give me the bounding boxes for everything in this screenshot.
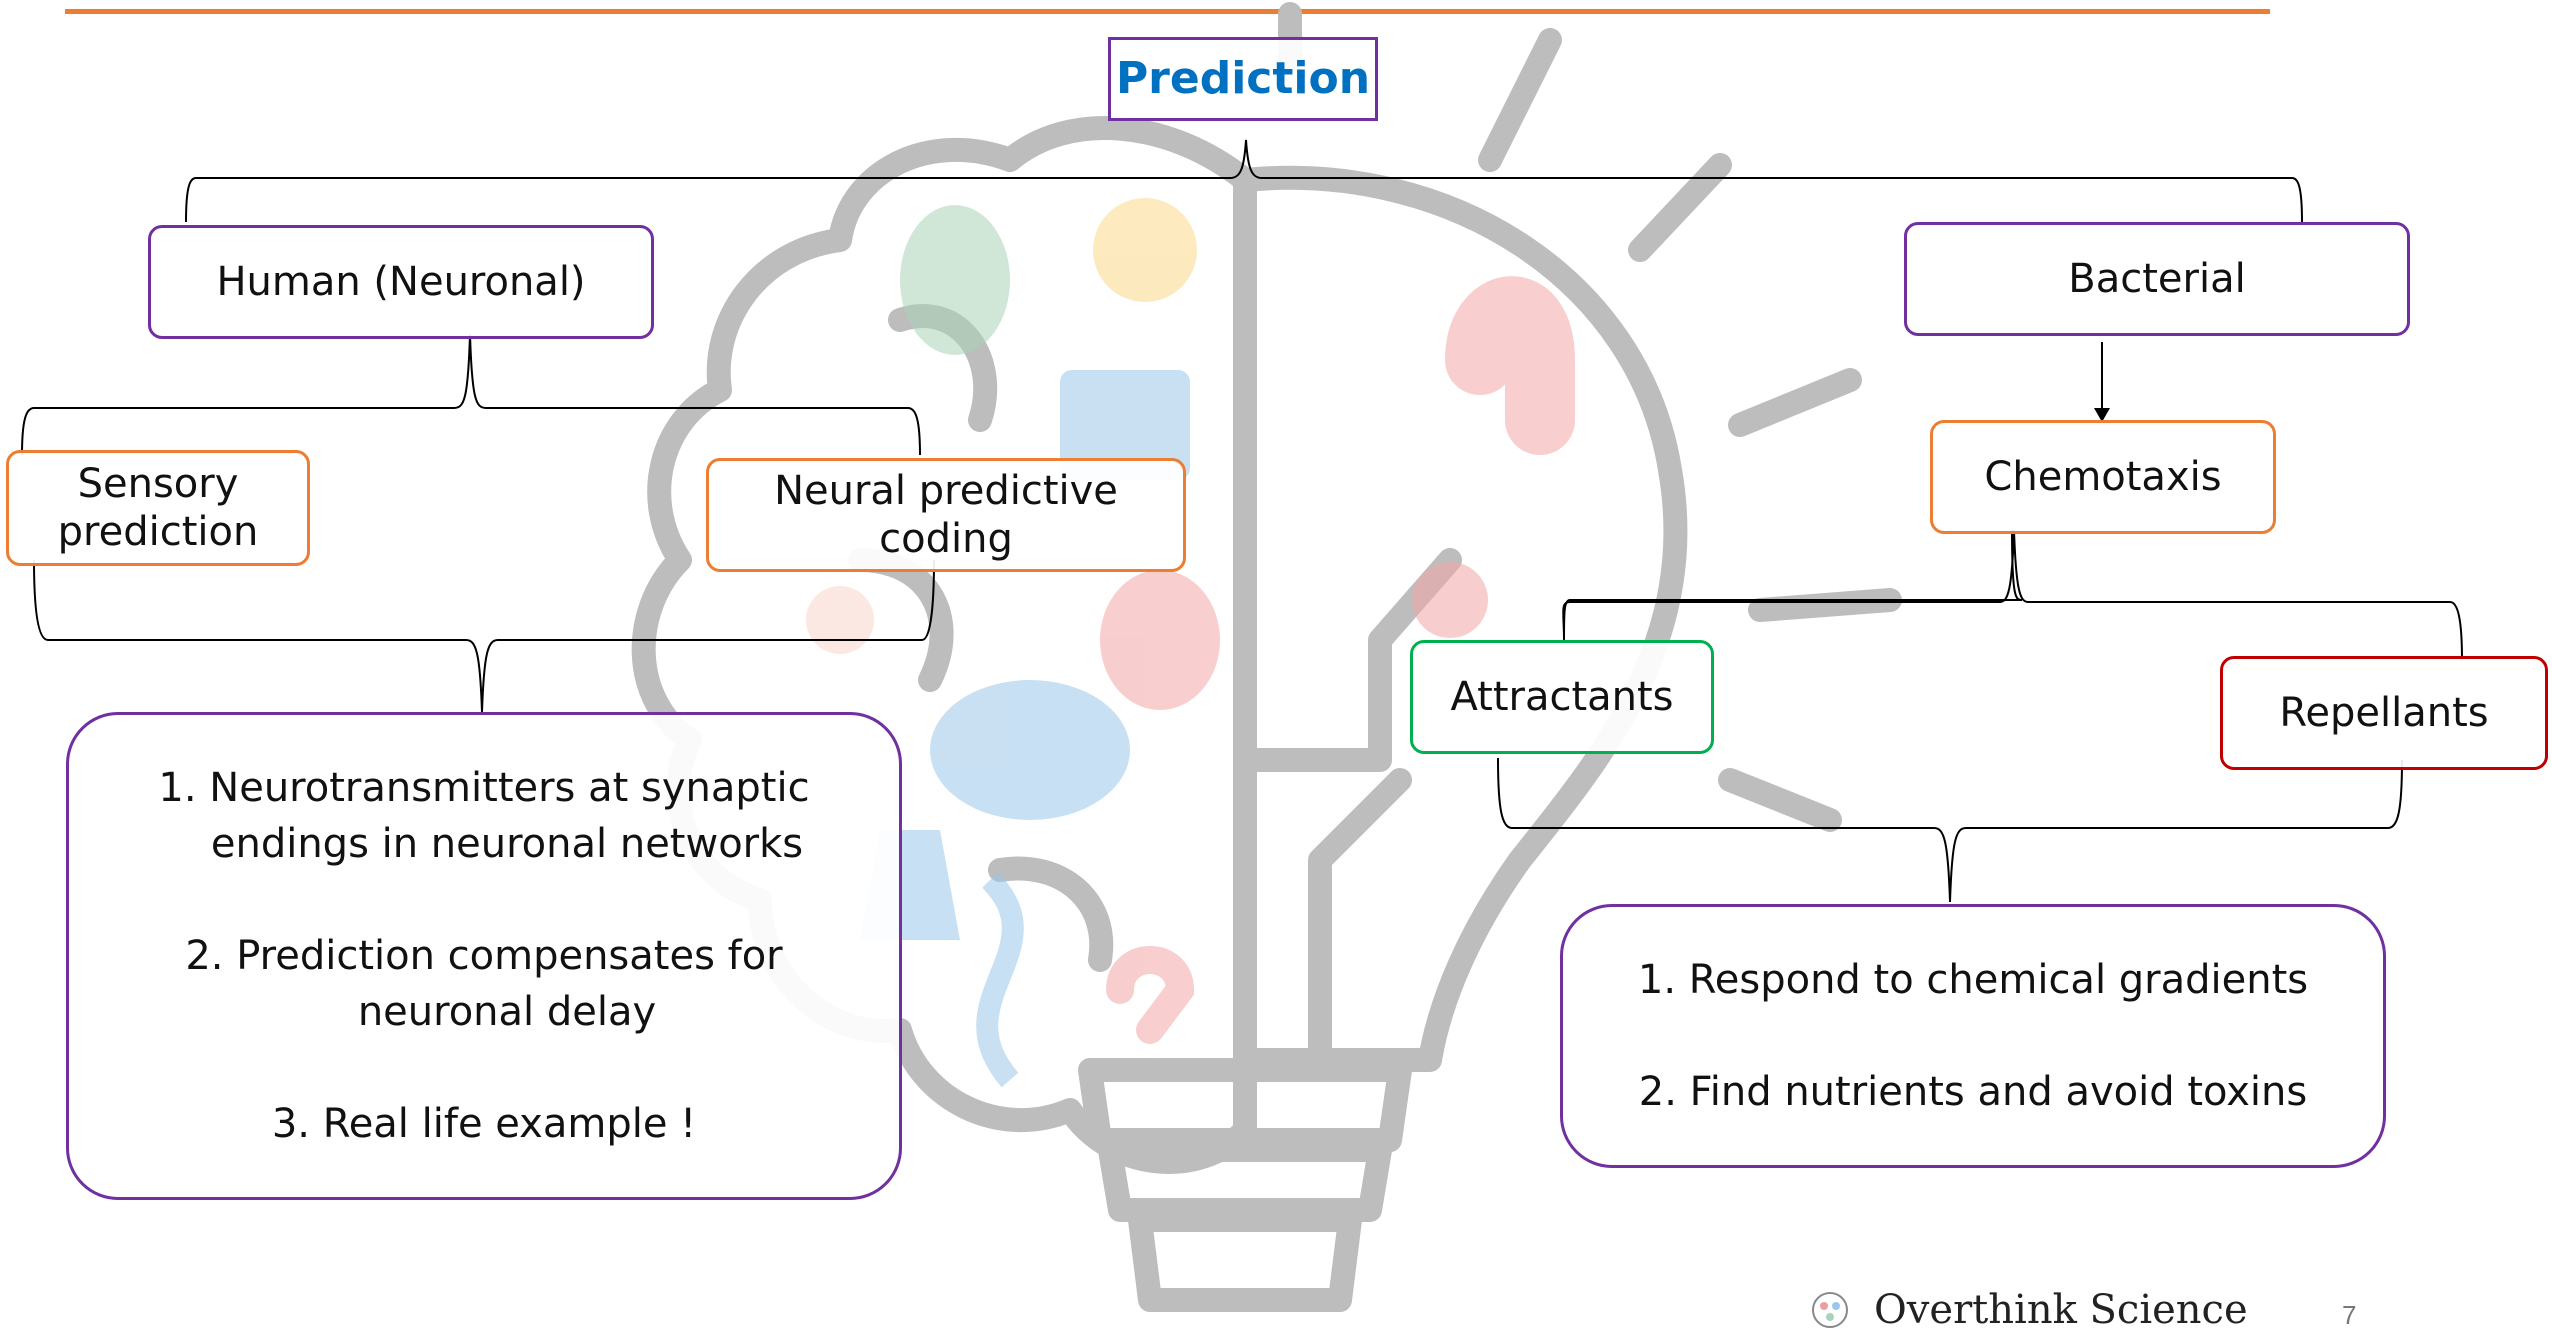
attractants-label: Attractants [1450,674,1674,720]
human-point-1-cont: endings in neuronal networks [210,821,804,867]
human-point-3: 3. Real life example ! [271,1101,697,1147]
human-point-2-cont: neuronal delay [357,989,657,1035]
human-point-1: 1. Neurotransmitters at synaptic [158,765,810,811]
repellants-label: Repellants [2279,690,2489,736]
bacterial-point-2: 2. Find nutrients and avoid toxins [1638,1069,2308,1115]
human-neuronal-box: Human (Neuronal) [148,225,654,339]
bacteria-icon [900,205,1010,355]
overthink-logo-icon [1812,1292,1848,1328]
small-question-icon [1106,946,1195,1044]
question-dot-icon [1412,562,1488,638]
sensory-prediction-box: Sensory prediction [6,450,310,566]
chemotaxis-label: Chemotaxis [1984,454,2222,500]
skeleton-icon [806,586,874,654]
sensory-prediction-label: Sensory prediction [57,461,259,555]
dna-icon [976,872,1024,1088]
brand-name: Overthink Science [1874,1287,2248,1333]
page-number: 7 [2342,1300,2357,1330]
science-icons [806,198,1575,1088]
bacterial-point-1: 1. Respond to chemical gradients [1637,957,2309,1003]
page-title: Prediction [1115,52,1371,104]
calendar-icon [1060,370,1190,480]
brand-footer: Overthink Science [1810,1287,2248,1333]
question-mark-icon [1445,276,1575,455]
brain-icon [930,680,1130,820]
human-points-box: 1. Neurotransmitters at synaptic endings… [66,712,902,1200]
human-neuronal-label: Human (Neuronal) [216,259,586,305]
bacterial-box: Bacterial [1904,222,2410,336]
top-accent-line [65,9,2270,14]
title-box: Prediction [1108,37,1378,121]
lightbulb-icon [1093,198,1197,302]
heart-icon [1100,570,1220,710]
repellants-box: Repellants [2220,656,2548,770]
chemotaxis-box: Chemotaxis [1930,420,2276,534]
human-point-2: 2. Prediction compensates for [185,933,783,979]
attractants-box: Attractants [1410,640,1714,754]
neural-predictive-coding-box: Neural predictive coding [706,458,1186,572]
bacterial-points-box: 1. Respond to chemical gradients 2. Find… [1560,904,2386,1168]
bacterial-label: Bacterial [2068,256,2246,302]
arrow-head [2094,408,2110,422]
neural-predictive-coding-label: Neural predictive coding [774,468,1118,562]
